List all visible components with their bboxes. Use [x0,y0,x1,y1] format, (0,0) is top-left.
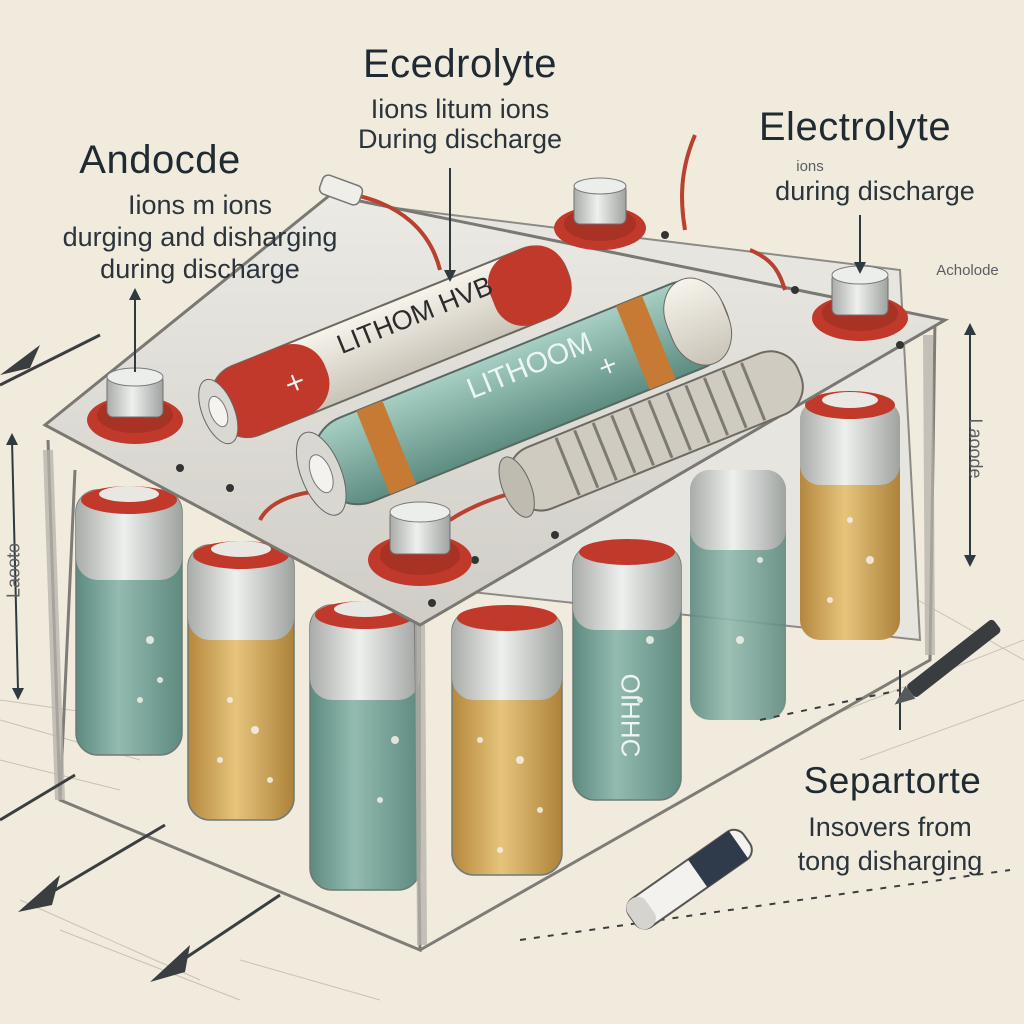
case-side-rails [43,334,935,946]
electrolyte-top-line-2: During discharge [357,124,563,154]
lithium-battery-2: + [295,277,733,516]
front-cells [75,486,682,891]
wire-connector [318,174,364,206]
side-label-right: Laoode [965,418,986,479]
terminal-right [812,265,908,341]
electrolyte-right-title: Electrolyte [758,105,952,149]
leader-arrowheads [6,262,976,700]
separator-line-2: tong disharging [797,846,983,876]
marker-pen [626,828,753,930]
cathode-small-label: Acholode [936,262,999,279]
separator-title: Separtorte [803,760,982,801]
anode-line-3: during discharge [100,254,300,284]
front-cell-label: OIHHC [615,673,646,758]
electrolyte-top-title: Ecedrolyte [363,42,557,86]
terminal-front [368,501,472,586]
terminal-top [554,177,646,250]
anode-title: Andocde [79,138,241,182]
pencil [894,619,1001,705]
back-cells [690,391,900,720]
plate-rivets [176,231,904,607]
electrolyte-bubbles [137,517,874,853]
electrolyte-right-line-2: during discharge [775,176,975,206]
coil-rod [498,350,804,518]
separator-line-1: Insovers from [808,812,972,842]
leader-lines [11,168,971,730]
anode-line-1: Iions m ions [127,190,273,220]
anode-line-2: durging and disharging [62,222,338,252]
electrolyte-right-line-1: ions [796,158,824,175]
terminal-left [87,367,183,444]
electrolyte-top-line-1: Iions litum ions [370,94,550,124]
table-hatching [0,589,1024,1001]
dashed-arrows [519,689,1011,941]
lithium-battery-1: + [198,245,572,445]
direction-arrowheads [0,345,190,982]
side-label-left: Laooto [3,542,24,599]
